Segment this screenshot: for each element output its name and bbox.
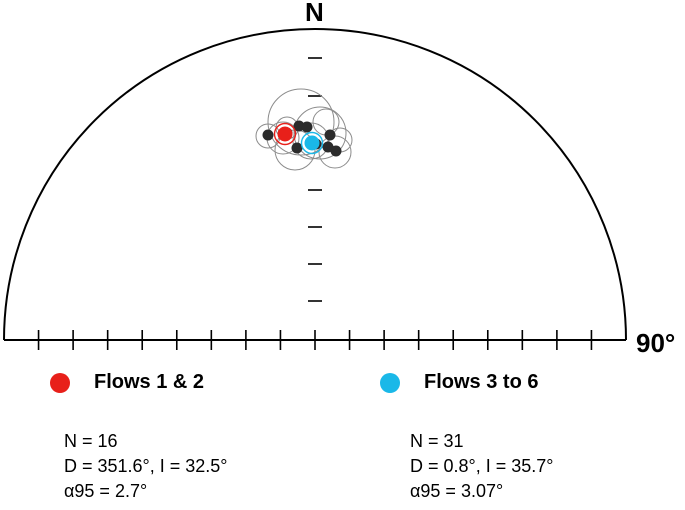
group-mean-point	[277, 126, 293, 142]
legend-flows-1-2: Flows 1 & 2	[50, 371, 204, 394]
north-axis-ticks	[308, 57, 322, 302]
legend-label: Flows 3 to 6	[424, 371, 539, 393]
site-confidence-circles	[255, 88, 353, 171]
cyan-dot-icon	[380, 372, 400, 393]
north-label: N	[305, 0, 324, 27]
site-mean-point	[324, 129, 336, 141]
group-mean-point	[304, 135, 320, 151]
stats-flows-1-2: N = 16 D = 351.6°, I = 32.5° α95 = 2.7°	[64, 429, 228, 504]
site-mean-point	[291, 142, 303, 154]
confidence-circle	[293, 106, 347, 160]
confidence-circle	[267, 88, 335, 156]
stat-alpha95: α95 = 2.7°	[64, 481, 148, 501]
stats-flows-3-6: N = 31 D = 0.8°, I = 35.7° α95 = 3.07°	[410, 429, 553, 504]
site-mean-point	[262, 129, 274, 141]
red-dot-icon	[50, 372, 70, 393]
equator-ticks	[37, 330, 593, 350]
site-mean-point	[330, 145, 342, 157]
legend-label: Flows 1 & 2	[94, 371, 205, 393]
stat-n: N = 16	[64, 431, 118, 451]
group-alpha95-circle	[300, 131, 324, 155]
stat-alpha95: α95 = 3.07°	[410, 481, 504, 501]
group-alpha95-circle	[273, 122, 297, 146]
stat-n: N = 31	[410, 431, 464, 451]
legend-flows-3-6: Flows 3 to 6	[380, 371, 538, 394]
group-mean-points	[273, 122, 324, 155]
edge-label: 90°	[636, 328, 675, 358]
site-mean-point	[301, 121, 313, 133]
primitive-circle	[3, 28, 627, 341]
stat-declination-inclination: D = 0.8°, I = 35.7°	[410, 456, 554, 476]
site-mean-point	[293, 120, 305, 132]
stat-declination-inclination: D = 351.6°, I = 32.5°	[64, 456, 228, 476]
